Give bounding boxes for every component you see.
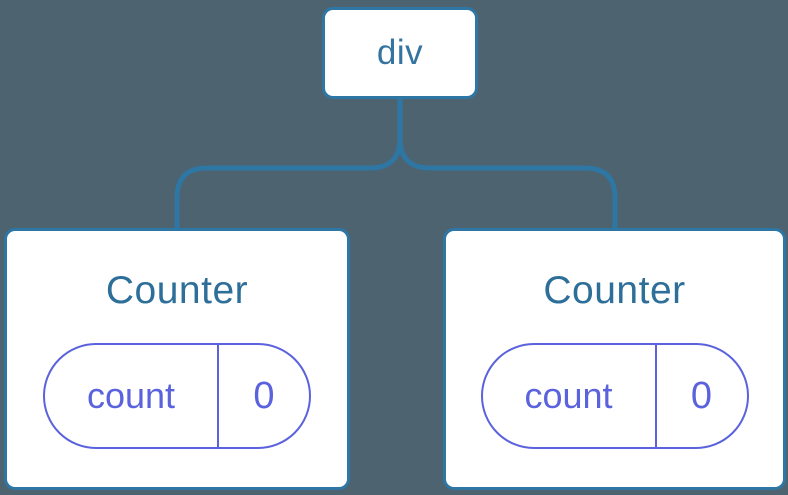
root-node-label: div (376, 33, 424, 72)
state-value: 0 (253, 374, 275, 417)
root-node-div: div (322, 7, 478, 99)
state-value: 0 (690, 374, 713, 417)
connector-left-branch (174, 97, 403, 230)
counter-title: Counter (105, 269, 249, 312)
counter-node-left: Counter count 0 (4, 228, 350, 490)
state-pill: count 0 (43, 343, 311, 449)
counter-title: Counter (543, 269, 686, 312)
state-key: count (483, 345, 657, 447)
state-pill: count 0 (480, 343, 749, 449)
connector-right-branch (397, 97, 618, 230)
counter-node-right: Counter count 0 (443, 228, 786, 490)
state-key: count (45, 345, 219, 447)
